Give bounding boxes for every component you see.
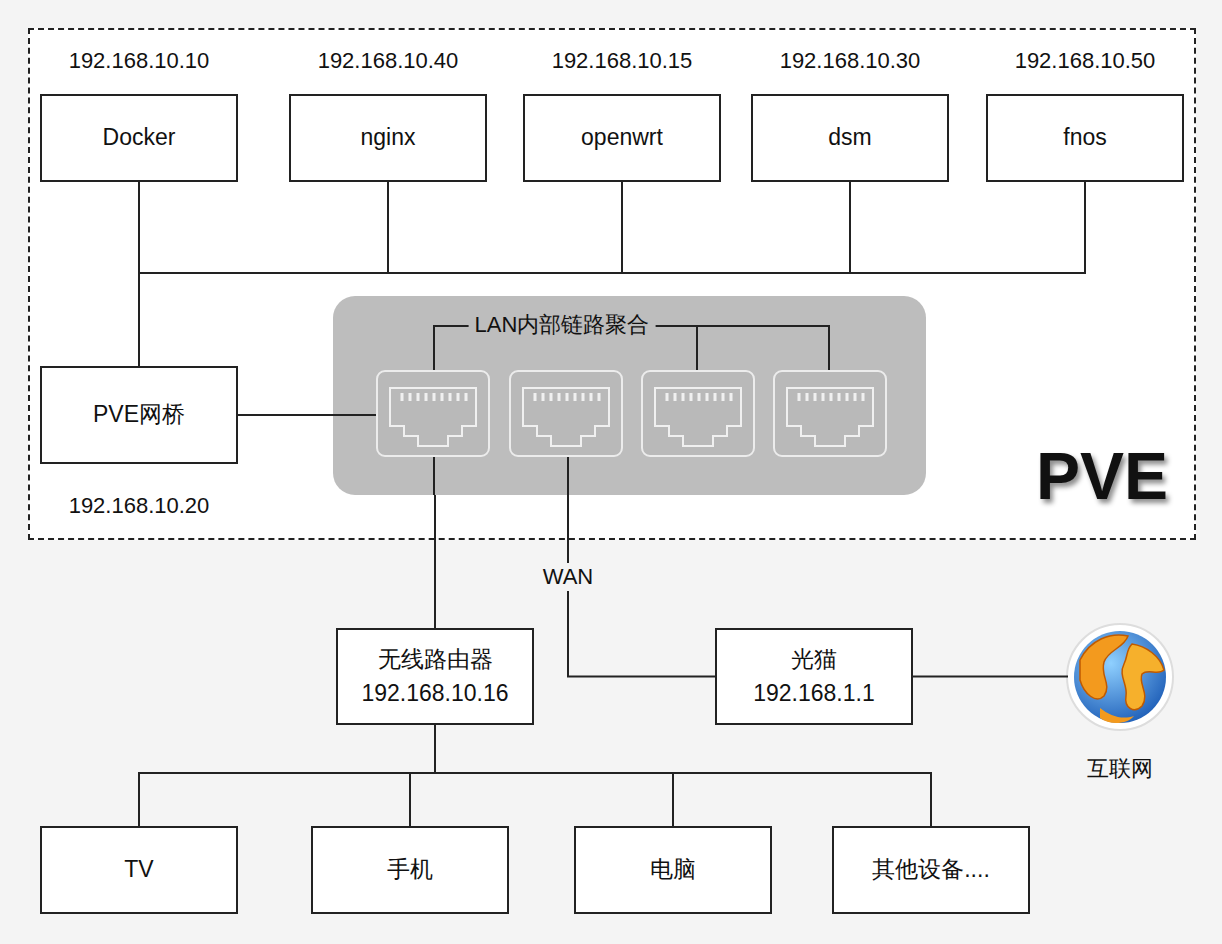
vm-box: 192.168.10.40nginx — [289, 94, 487, 182]
vm-box: 192.168.10.50fnos — [986, 94, 1184, 182]
node-label: LAN内部链路聚合 — [469, 311, 656, 340]
ip-label: 互联网 — [1087, 755, 1153, 784]
network-link — [913, 676, 1068, 678]
network-link — [434, 495, 436, 628]
pve-host-region: PVE192.168.10.10Docker192.168.10.40nginx… — [28, 28, 1196, 540]
device-box: 手机 — [311, 826, 509, 914]
modem-box: 光猫192.168.1.1 — [715, 628, 913, 725]
link-label: WAN — [540, 563, 597, 591]
ip-label: 192.168.10.30 — [780, 47, 921, 76]
node-label: 光猫 — [791, 643, 837, 676]
node-label: 手机 — [387, 855, 433, 885]
internet-globe: 互联网 — [1068, 625, 1172, 729]
router-box: 无线路由器192.168.10.16 — [336, 628, 534, 725]
ip-label: 192.168.10.40 — [318, 47, 459, 76]
node-label: 192.168.10.16 — [361, 677, 508, 710]
nic-panel: LAN内部链路聚合 — [333, 296, 926, 495]
node-label: 无线路由器 — [378, 643, 493, 676]
node-label: 电脑 — [650, 855, 696, 885]
node-label: openwrt — [581, 123, 663, 153]
node-label: Docker — [103, 123, 176, 153]
network-link — [435, 725, 673, 826]
device-box: 电脑 — [574, 826, 772, 914]
node-label: fnos — [1063, 123, 1106, 153]
nic-panel — [333, 296, 926, 495]
ip-label: 192.168.10.15 — [552, 47, 693, 76]
node-label: 其他设备.... — [872, 855, 990, 885]
region-fill — [28, 28, 1196, 540]
ip-label: 192.168.10.50 — [1015, 47, 1156, 76]
vm-box: 192.168.10.10Docker — [40, 94, 238, 182]
node-label: PVE网桥 — [93, 400, 185, 430]
ip-label: 192.168.10.20 — [69, 492, 210, 521]
device-box: TV — [40, 826, 238, 914]
node-label: nginx — [361, 123, 416, 153]
network-link — [139, 182, 1085, 366]
globe-icon — [1067, 624, 1173, 730]
bridge-box: PVE网桥192.168.10.20 — [40, 366, 238, 464]
vm-box: 192.168.10.30dsm — [751, 94, 949, 182]
device-box: 其他设备.... — [832, 826, 1030, 914]
network-link — [435, 725, 931, 826]
aggregation-bracket — [333, 326, 829, 495]
network-link — [238, 414, 333, 416]
ethernet-port — [377, 371, 886, 456]
network-link — [139, 725, 435, 826]
vm-box: 192.168.10.15openwrt — [523, 94, 721, 182]
region-title: PVE — [1036, 434, 1168, 520]
node-label: TV — [124, 855, 153, 885]
ip-label: 192.168.10.10 — [69, 47, 210, 76]
node-label: dsm — [828, 123, 871, 153]
network-link — [410, 725, 435, 826]
node-label: 192.168.1.1 — [753, 677, 875, 710]
